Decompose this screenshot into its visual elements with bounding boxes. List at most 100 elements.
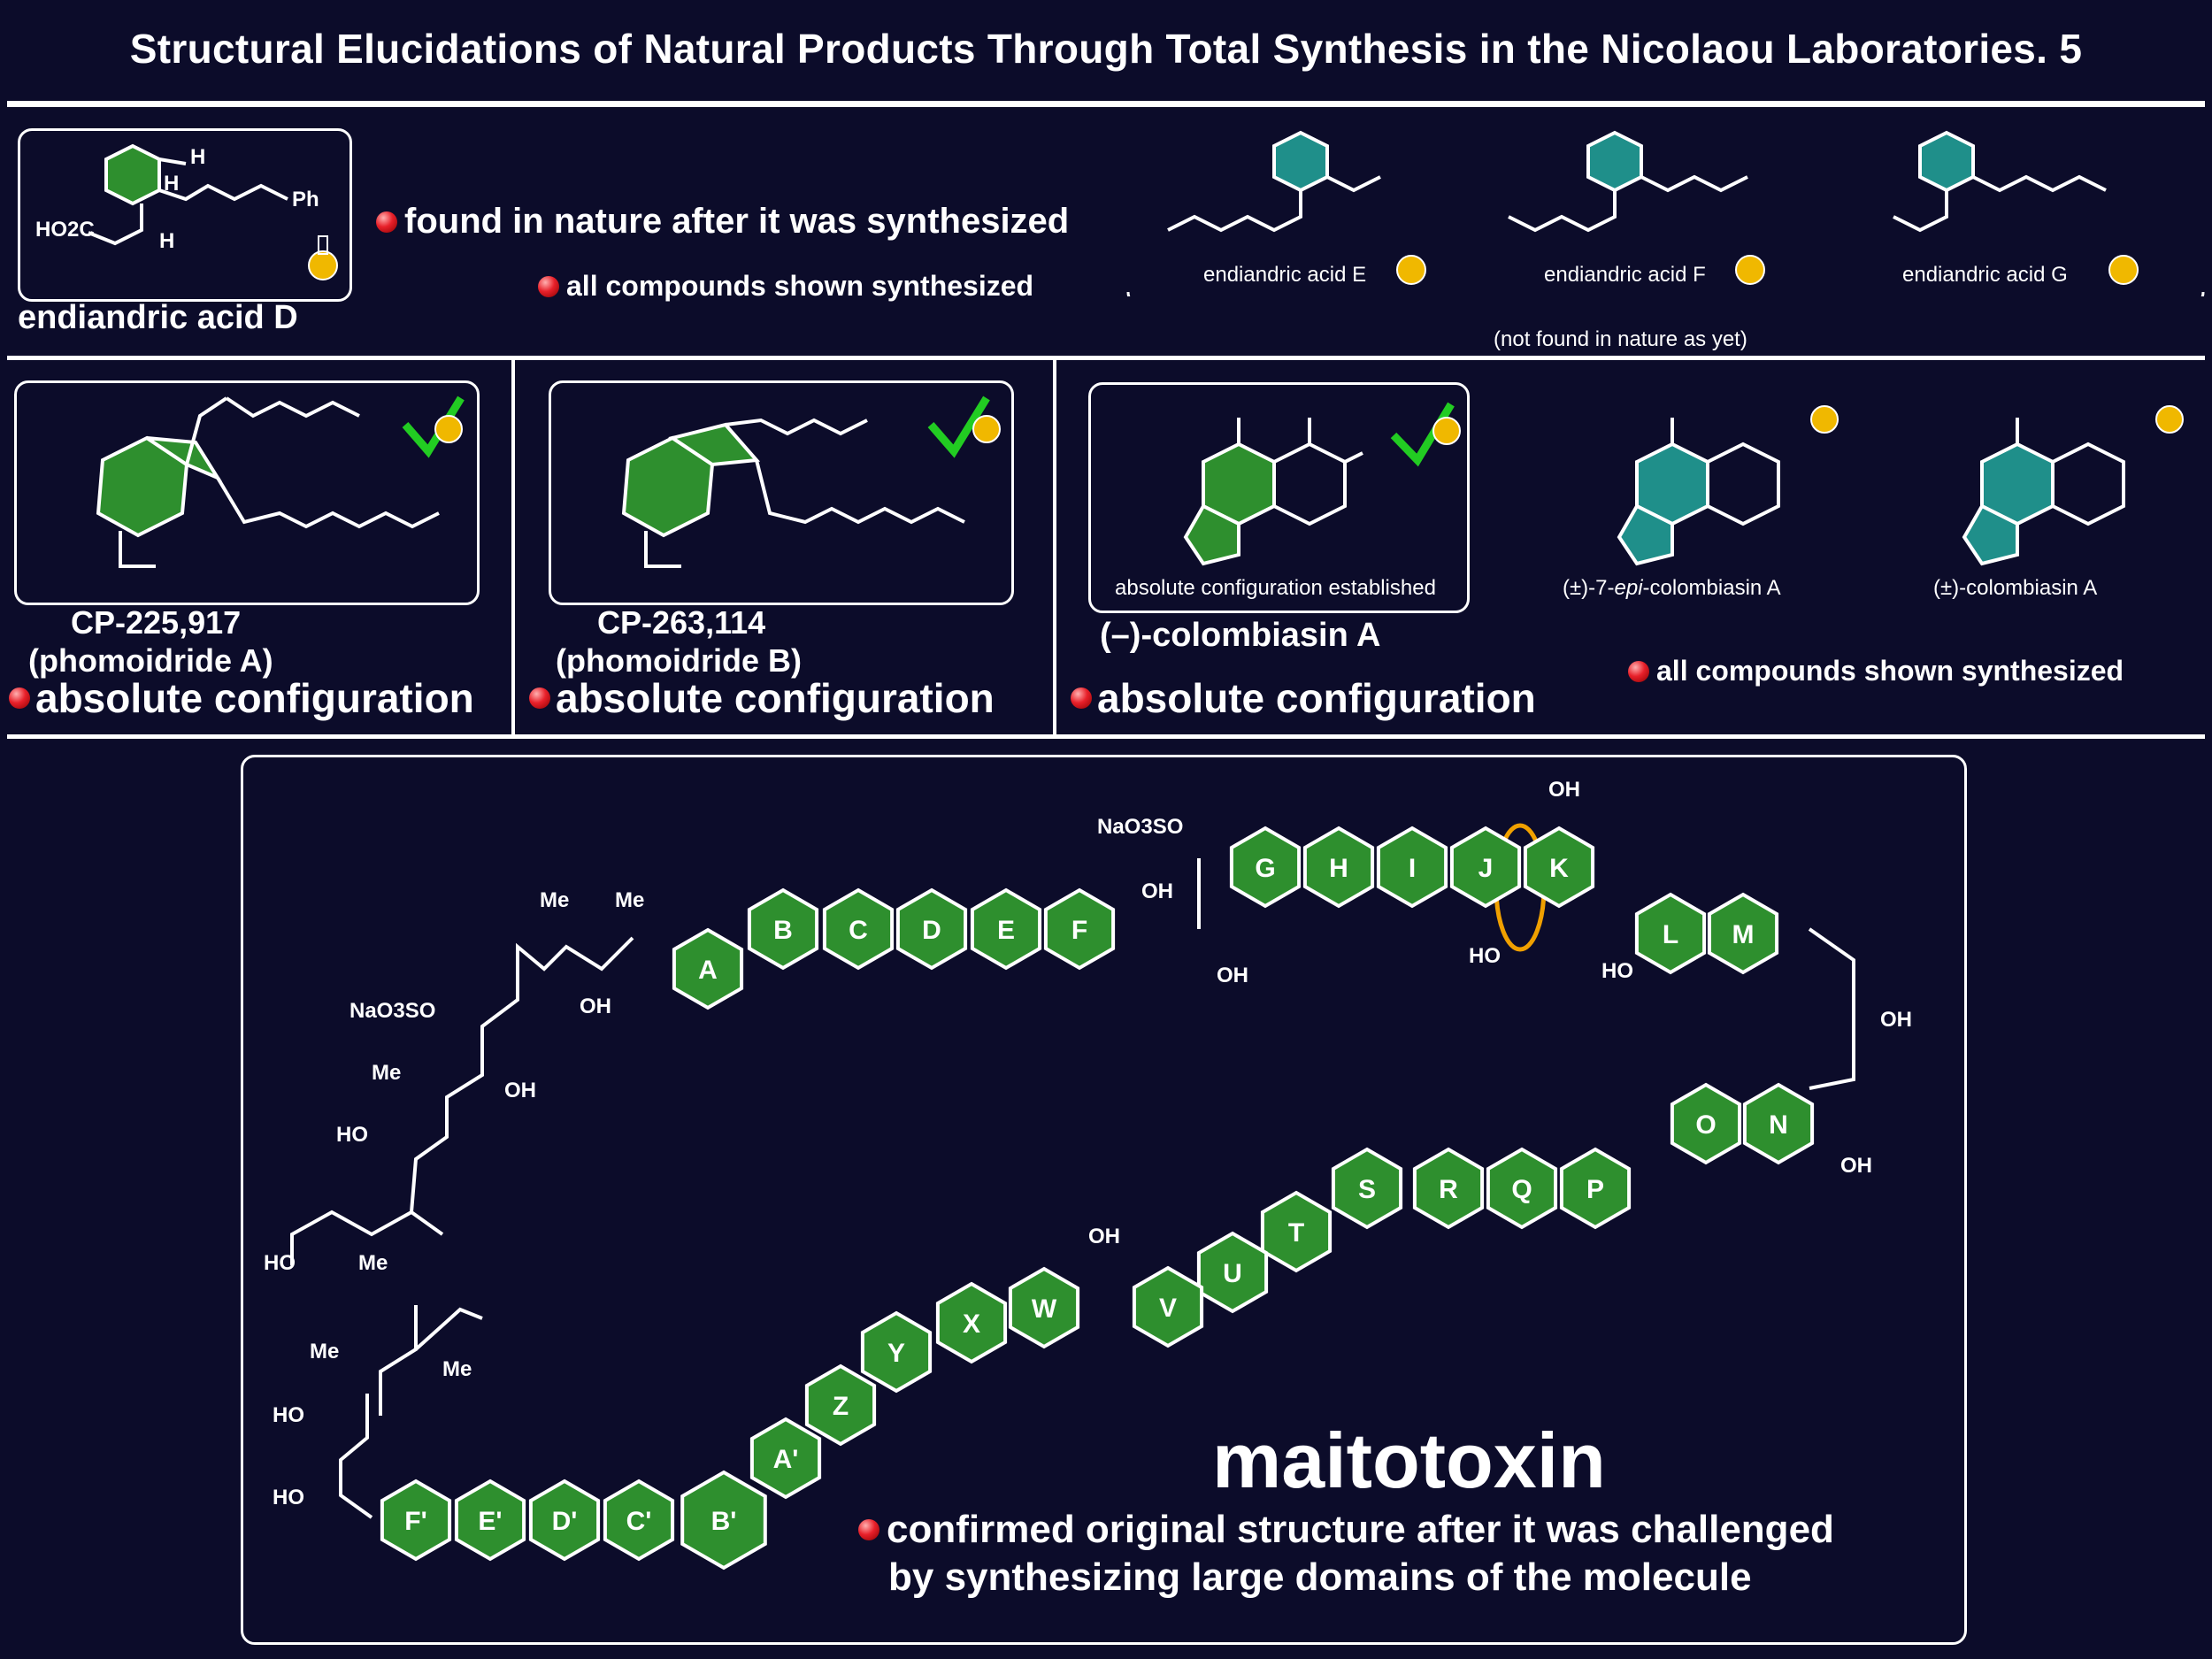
ring-label-O: O bbox=[1695, 1110, 1716, 1140]
ho-label-6: HO bbox=[1601, 959, 1633, 983]
colombiasin-box-caption: absolute configuration established bbox=[1115, 576, 1436, 600]
ring-label-D: D bbox=[922, 916, 941, 945]
ring-Aprime bbox=[749, 1417, 822, 1500]
acid-d-h3: H bbox=[159, 229, 174, 253]
flask-icon bbox=[1396, 255, 2139, 285]
acid-f-name: endiandric acid F bbox=[1544, 263, 1706, 287]
page-title: Structural Elucidations of Natural Produ… bbox=[129, 26, 2083, 72]
acid-f-molecule bbox=[1508, 130, 1748, 233]
flask-icon bbox=[2155, 405, 2184, 434]
bullet-icon bbox=[529, 687, 550, 709]
oh-label-1: OH bbox=[504, 1079, 536, 1102]
cp2-alt-name: (phomoidride B) bbox=[556, 642, 802, 679]
colombiasin-structures bbox=[1183, 402, 2184, 566]
ring-label-I: I bbox=[1409, 854, 1416, 883]
rac-colombiasin-caption: (±)-colombiasin A bbox=[1933, 576, 2098, 600]
bullet-icon bbox=[1071, 687, 1092, 709]
ring-label-P: P bbox=[1586, 1175, 1604, 1204]
maitotoxin-bullet: confirmed original structure after it wa… bbox=[858, 1508, 1834, 1552]
ring-label-Cprime: C' bbox=[626, 1507, 652, 1536]
acid-d-h1: H bbox=[190, 145, 205, 169]
col-divider-2 bbox=[1053, 360, 1056, 736]
ring-V bbox=[1132, 1265, 1204, 1348]
me-label-5: Me bbox=[310, 1340, 339, 1363]
cp1-bullet-text: absolute configuration bbox=[35, 675, 474, 721]
ring-S bbox=[1331, 1147, 1403, 1230]
ring-label-A: A bbox=[698, 956, 718, 985]
cp2-name: CP-263,114 bbox=[597, 604, 766, 641]
ring-J bbox=[1449, 826, 1522, 909]
cp1-name: CP-225,917 bbox=[71, 604, 242, 641]
me-label-3: Me bbox=[372, 1061, 401, 1085]
ring-label-L: L bbox=[1663, 920, 1678, 949]
ring-label-S: S bbox=[1358, 1175, 1376, 1204]
rac-colombiasin-molecule bbox=[1962, 418, 2125, 566]
ring-label-G: G bbox=[1255, 854, 1275, 883]
ring-label-Aprime: A' bbox=[773, 1445, 799, 1474]
endiandric-acid-d-structure: H H Ph HO2C H bbox=[35, 143, 338, 280]
ho-label-4: HO bbox=[273, 1486, 304, 1509]
ring-label-Q: Q bbox=[1511, 1175, 1532, 1204]
ring-R bbox=[1412, 1147, 1485, 1230]
ring-label-U: U bbox=[1223, 1259, 1242, 1288]
ring-Bprime bbox=[680, 1470, 767, 1571]
cp1-bullet: absolute configuration bbox=[9, 674, 474, 722]
ring-T bbox=[1260, 1190, 1333, 1273]
ring-label-X: X bbox=[963, 1310, 980, 1339]
ring-label-C: C bbox=[849, 916, 868, 945]
bullet-icon bbox=[538, 275, 559, 297]
connector-chains bbox=[1197, 858, 1855, 1090]
ring-Dprime bbox=[528, 1479, 601, 1562]
me-label-4: Me bbox=[358, 1251, 388, 1275]
epi-caption-italic: epi bbox=[1614, 576, 1643, 600]
ring-label-H: H bbox=[1329, 854, 1348, 883]
maitotoxin-bullet-line1: confirmed original structure after it wa… bbox=[887, 1508, 1834, 1551]
ring-Eprime bbox=[454, 1479, 526, 1562]
ho-label-1: HO bbox=[336, 1123, 368, 1147]
acid-g-molecule bbox=[1893, 130, 2107, 233]
maitotoxin-box bbox=[241, 755, 1967, 1645]
cp1-structure bbox=[96, 396, 465, 568]
title-divider bbox=[7, 101, 2205, 107]
all-synthesized-bullet-1: all compounds shown synthesized bbox=[538, 270, 1033, 303]
bullet-icon bbox=[1628, 660, 1649, 682]
ring-X bbox=[935, 1281, 1008, 1364]
me-label-6: Me bbox=[442, 1357, 472, 1381]
ring-label-Fprime: F' bbox=[404, 1507, 426, 1536]
ring-label-F: F bbox=[1071, 916, 1087, 945]
found-in-nature-text: found in nature after it was synthesized bbox=[404, 202, 1070, 241]
ring-label-Dprime: D' bbox=[552, 1507, 578, 1536]
ring-label-E: E bbox=[997, 916, 1015, 945]
ring-P bbox=[1559, 1147, 1632, 1230]
ring-label-T: T bbox=[1288, 1218, 1304, 1248]
ring-M bbox=[1707, 892, 1779, 975]
ho-label-2: HO bbox=[264, 1251, 296, 1275]
ring-C bbox=[822, 887, 895, 971]
colombiasin-name: (–)-colombiasin A bbox=[1100, 617, 1381, 654]
nao3so-label-2: NaO3SO bbox=[1097, 815, 1183, 839]
colombiasin-neg-molecule bbox=[1183, 418, 1363, 566]
cp2-structure bbox=[621, 396, 1001, 568]
flask-icon bbox=[1810, 405, 1839, 434]
acid-d-name: endiandric acid D bbox=[18, 299, 298, 336]
ring-label-Y: Y bbox=[887, 1339, 905, 1368]
acid-e-molecule bbox=[1167, 130, 1381, 233]
ring-W bbox=[1008, 1266, 1080, 1349]
oh-label-8: OH bbox=[1088, 1225, 1120, 1248]
ring-label-J: J bbox=[1479, 854, 1494, 883]
acid-d-ph: Ph bbox=[292, 188, 319, 211]
cp1-box bbox=[14, 380, 480, 605]
nao3so-label-1: NaO3SO bbox=[349, 999, 435, 1023]
cp1-alt-name: (phomoidride A) bbox=[28, 642, 273, 679]
flask-icon bbox=[308, 235, 338, 280]
ring-Q bbox=[1486, 1147, 1558, 1230]
epi-colombiasin-molecule bbox=[1617, 418, 1780, 566]
ring-Cprime bbox=[603, 1479, 675, 1562]
colombiasin-bullet-text: absolute configuration bbox=[1097, 675, 1536, 721]
oh-label-4: OH bbox=[1217, 964, 1248, 987]
bullet-icon bbox=[858, 1519, 879, 1540]
not-found-note: (not found in nature as yet) bbox=[1494, 327, 1747, 351]
ring-label-Z: Z bbox=[833, 1392, 849, 1421]
ring-F bbox=[1043, 887, 1116, 971]
endiandric-acids-efg-structures bbox=[1126, 130, 2205, 296]
